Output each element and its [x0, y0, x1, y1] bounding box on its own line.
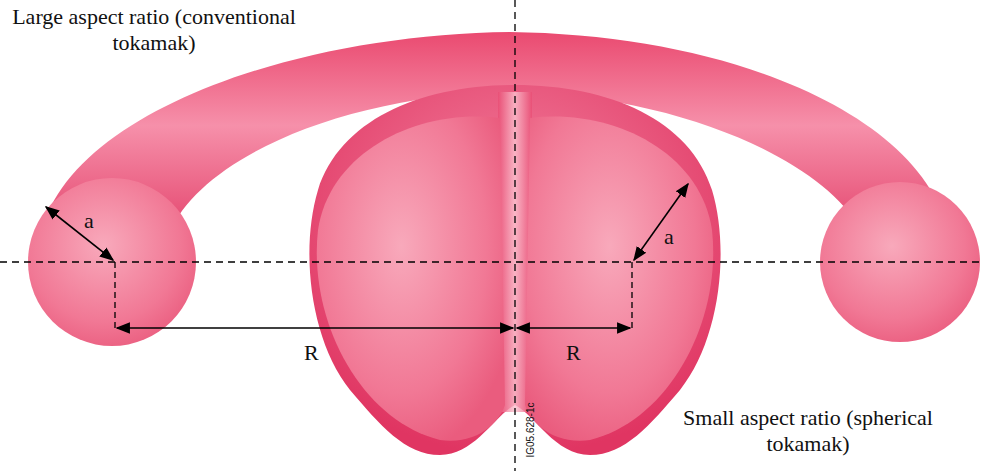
- dimension-label: a: [664, 224, 674, 250]
- dimension-label: R: [304, 340, 319, 366]
- minor-radius-arrow: [46, 207, 113, 260]
- major-radius-arrow: [117, 327, 513, 329]
- heading-label: Small aspect ratio (spherical tokamak): [648, 405, 968, 458]
- dimension-guide: [631, 262, 632, 328]
- dimension-guide: [114, 262, 115, 328]
- spherical-cross-section: [525, 117, 713, 441]
- figure-id: IG05.628-1c: [524, 402, 536, 457]
- midplane-line: [0, 261, 984, 262]
- dimension-label: a: [84, 208, 94, 234]
- spherical-cross-section: [317, 117, 505, 441]
- symmetry-axis: [514, 0, 515, 471]
- heading-label: Large aspect ratio (conventional tokamak…: [4, 4, 304, 57]
- dimension-label: R: [566, 340, 581, 366]
- minor-radius-arrow: [634, 184, 688, 260]
- major-radius-arrow: [517, 327, 630, 329]
